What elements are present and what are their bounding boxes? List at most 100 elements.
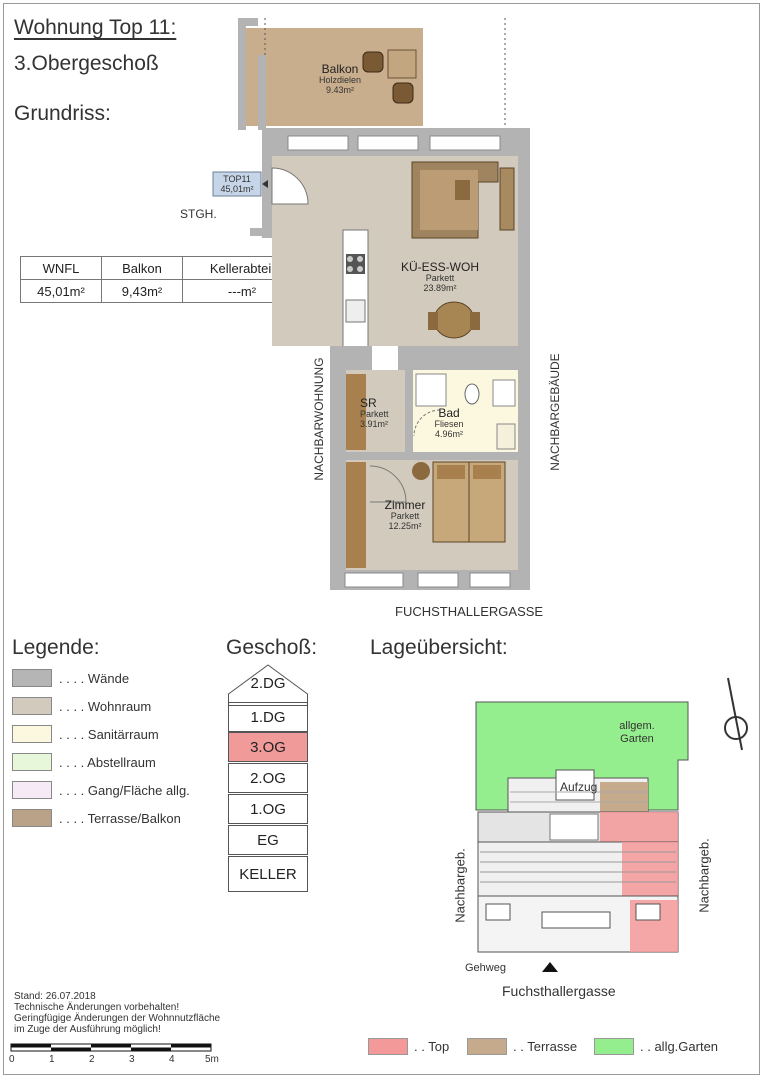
note-line: Technische Änderungen vorbehalten! bbox=[14, 1002, 180, 1013]
wall bbox=[238, 18, 246, 130]
legend-swatch bbox=[12, 753, 52, 771]
note-line: im Zuge der Ausführung möglich! bbox=[14, 1024, 161, 1035]
wall bbox=[246, 18, 258, 26]
wall bbox=[398, 346, 518, 370]
table-cell: 45,01m² bbox=[20, 279, 102, 303]
scale-segment bbox=[11, 1044, 51, 1048]
site-street-label: Fuchsthallergasse bbox=[502, 983, 616, 999]
building-part bbox=[541, 911, 611, 929]
legend-swatch bbox=[12, 781, 52, 799]
floors-heading: Geschoß: bbox=[226, 636, 318, 659]
pillow bbox=[437, 465, 465, 479]
kitchen-counter bbox=[342, 229, 369, 349]
scale-label: 5m bbox=[205, 1054, 219, 1065]
door bbox=[413, 409, 441, 437]
scale-label: 1 bbox=[49, 1054, 55, 1065]
burner bbox=[357, 266, 363, 272]
site-legend-swatch bbox=[368, 1038, 408, 1055]
floor-subtitle: 3.Obergeschoß bbox=[14, 52, 159, 75]
legend-swatch bbox=[12, 725, 52, 743]
entry-arrow-icon bbox=[262, 180, 268, 188]
nightstand bbox=[412, 462, 430, 480]
window-box bbox=[635, 903, 661, 921]
floor-item: KELLER bbox=[228, 856, 308, 892]
side-table bbox=[455, 180, 470, 200]
note-line: Geringfügige Änderungen der Wohnnutzfläc… bbox=[14, 1013, 221, 1024]
scale-segment bbox=[51, 1047, 91, 1051]
site-legend-swatch bbox=[467, 1038, 507, 1055]
shelf bbox=[499, 167, 515, 231]
floor-plan bbox=[212, 18, 530, 590]
top11-tag bbox=[212, 171, 262, 197]
top-area bbox=[600, 812, 678, 842]
legend-swatch bbox=[12, 809, 52, 827]
page-title: Wohnung Top 11: bbox=[14, 16, 177, 39]
chair bbox=[470, 312, 480, 330]
scale-segment bbox=[91, 1044, 131, 1048]
legend-swatch bbox=[12, 697, 52, 715]
pillow bbox=[473, 465, 501, 479]
chair bbox=[392, 82, 414, 104]
site-legend-swatch bbox=[594, 1038, 634, 1055]
window bbox=[287, 135, 349, 151]
window bbox=[469, 572, 511, 588]
elevator-box bbox=[555, 769, 595, 801]
street-label: FUCHSTHALLERGASSE bbox=[395, 604, 544, 619]
chair bbox=[428, 312, 438, 330]
window bbox=[344, 572, 404, 588]
sink bbox=[496, 423, 516, 450]
entrance-marker-icon bbox=[542, 962, 558, 972]
window-box bbox=[485, 903, 511, 921]
page-frame bbox=[3, 3, 760, 1075]
floor-item: EG bbox=[228, 825, 308, 855]
entry-door bbox=[271, 167, 309, 205]
scale-segment bbox=[131, 1047, 171, 1051]
toilet bbox=[464, 383, 480, 405]
legend-swatch bbox=[12, 669, 52, 687]
top-area bbox=[622, 842, 678, 896]
burner bbox=[347, 266, 353, 272]
floor-item: 1.DG bbox=[228, 702, 308, 732]
window bbox=[429, 135, 501, 151]
wall bbox=[405, 370, 413, 456]
left-neighbor-label: NACHBARWOHNUNG bbox=[312, 357, 326, 481]
north-arrow-line bbox=[727, 677, 743, 751]
washing-machine bbox=[492, 379, 516, 407]
burner bbox=[347, 256, 353, 262]
floor-item: 1.OG bbox=[228, 794, 308, 824]
terrace-area bbox=[600, 782, 648, 812]
shower bbox=[415, 373, 447, 407]
wardrobe bbox=[346, 462, 366, 568]
right-neighbor-label: NACHBARGEBÄUDE bbox=[548, 353, 562, 471]
wall bbox=[330, 230, 340, 590]
scale-label: 3 bbox=[129, 1054, 135, 1065]
scale-segment bbox=[171, 1044, 211, 1048]
scale-bar bbox=[10, 1043, 212, 1052]
site-plan bbox=[475, 677, 748, 972]
north-label: N bbox=[714, 866, 722, 877]
wall bbox=[332, 346, 372, 370]
elevator-label: Aufzug bbox=[560, 780, 598, 794]
wall bbox=[258, 55, 266, 130]
date-note: Stand: 26.07.2018 bbox=[14, 991, 96, 1002]
sink bbox=[345, 299, 366, 323]
left-building-label: Nachbargeb. bbox=[452, 848, 468, 923]
dining-table bbox=[433, 301, 475, 339]
door bbox=[369, 465, 407, 503]
building-part bbox=[549, 813, 599, 841]
table-row: 45,01m² 9,43m² ---m² bbox=[20, 279, 302, 303]
wall bbox=[340, 452, 518, 460]
legend-heading: Legende: bbox=[12, 636, 100, 659]
table-header: Balkon bbox=[101, 256, 183, 280]
table-cell: 9,43m² bbox=[101, 279, 183, 303]
garden-label: allgem. Garten bbox=[619, 720, 655, 745]
right-building-label: Nachbargeb. bbox=[696, 838, 712, 913]
floor-item-active: 3.OG bbox=[228, 732, 308, 762]
window bbox=[417, 572, 459, 588]
plan-heading: Grundriss: bbox=[14, 102, 111, 125]
